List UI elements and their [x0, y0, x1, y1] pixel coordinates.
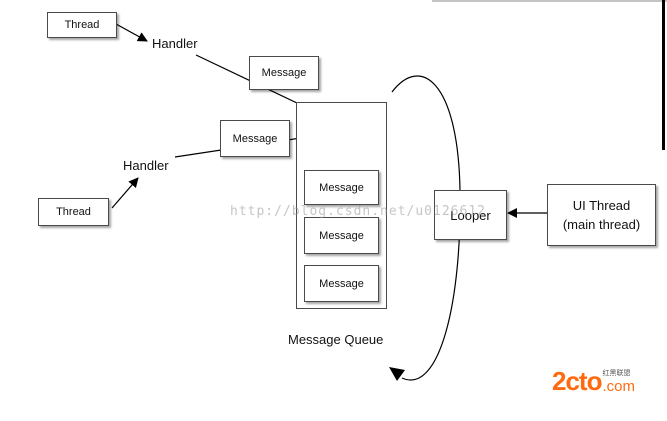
queue-message-2: Message — [304, 217, 379, 254]
message-label: Message — [319, 229, 364, 242]
handler-label-top: Handler — [152, 36, 198, 51]
message-label: Message — [261, 67, 307, 79]
arrow-thread-to-handler-top — [115, 23, 148, 42]
message-queue: Message Message Message — [296, 102, 387, 309]
message-label: Message — [319, 277, 364, 290]
right-edge-line — [662, 0, 665, 150]
thread-box-bottom: Thread — [38, 198, 109, 226]
message-label: Message — [319, 181, 364, 194]
logo-com: .com — [602, 378, 635, 395]
ui-thread-box: UI Thread (main thread) — [547, 184, 656, 246]
queue-message-1: Message — [304, 170, 379, 205]
handler-label-bottom: Handler — [123, 158, 169, 173]
main-thread-label: (main thread) — [562, 217, 641, 232]
logo-side: 红黑联盟 .com — [602, 370, 635, 394]
thread-label: Thread — [64, 19, 100, 31]
thread-box-top: Thread — [47, 12, 117, 38]
logo-sub: 红黑联盟 — [602, 370, 631, 377]
loop-arrowhead — [389, 367, 405, 381]
message-label: Message — [232, 132, 278, 145]
watermark-text: http://blog.csdn.net/u0126612 — [230, 204, 486, 219]
ui-thread-label: UI Thread — [572, 197, 631, 213]
arrow-thread-to-handler-bottom — [111, 177, 139, 209]
message-box-mid: Message — [220, 120, 290, 157]
queue-label: Message Queue — [288, 332, 384, 347]
message-box-top: Message — [249, 56, 319, 90]
thread-label: Thread — [56, 206, 91, 218]
looper-label: Looper — [450, 207, 491, 223]
looper-box: Looper — [434, 190, 507, 240]
queue-message-3: Message — [304, 265, 379, 302]
site-logo: 2cto 红黑联盟 .com — [552, 368, 635, 394]
logo-main: 2cto — [552, 366, 602, 396]
